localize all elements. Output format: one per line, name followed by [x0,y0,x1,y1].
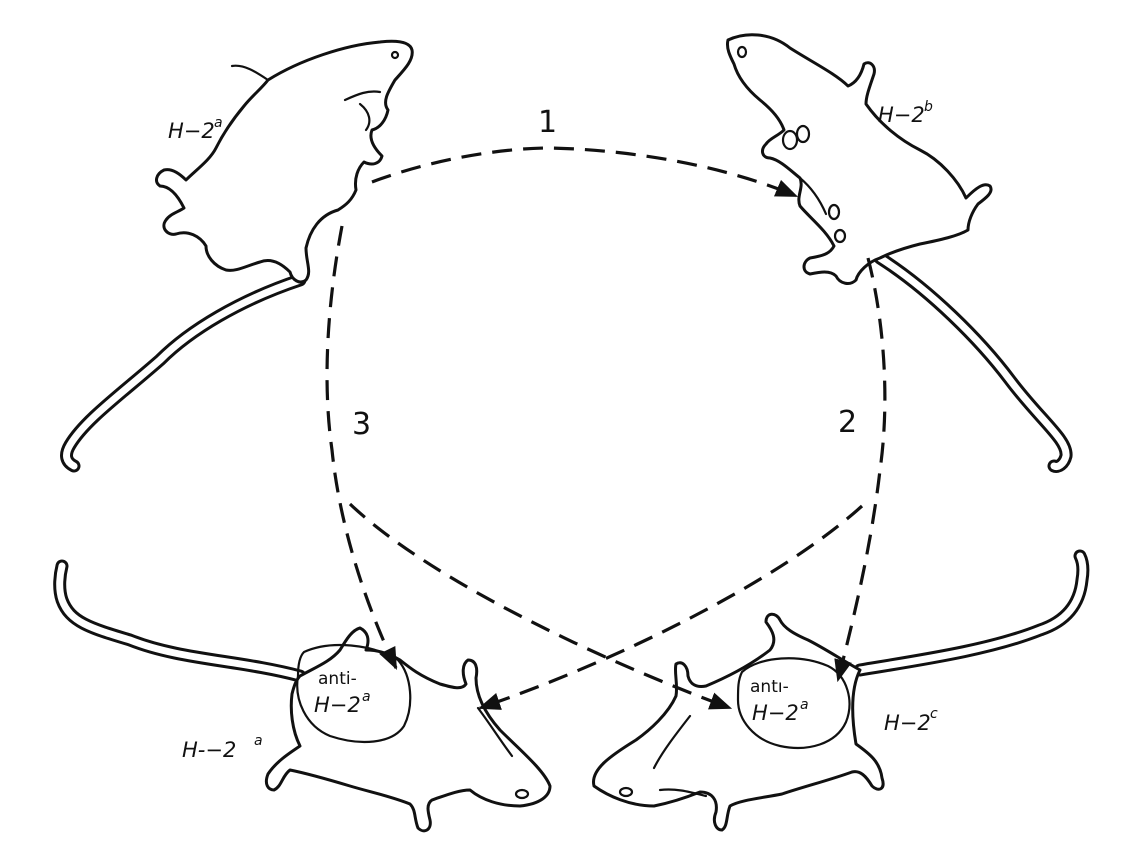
label-bottom-right-haplotype: c [930,706,938,722]
mouse-top-left-tail [60,273,307,473]
label-top-right-haplotype: b [924,99,933,115]
mouse-bottom-right-eye [618,786,634,798]
label-bottom-left-strain: H-−2 [182,738,236,762]
label-bottom-right-antiserum-haplotype: a [800,697,809,713]
arrow-step-1 [371,146,799,198]
mouse-bottom-left: anti- H−2 a H-−2 a [53,559,552,833]
label-top-left-haplotype: a [214,115,223,131]
mouse-bottom-right-body [592,612,885,832]
label-top-left-strain: H−2 [168,119,215,143]
label-bottom-right-strain: H−2 [884,711,931,735]
step-2-label: 2 [838,405,857,440]
label-bottom-right-antiserum-strain: H−2 [752,701,799,725]
label-bottom-left-antiserum-strain: H−2 [314,693,361,717]
arrow-step-2-left [834,257,887,683]
label-top-right-strain: H−2 [878,103,925,127]
mouse-top-left-body [155,39,414,284]
label-bottom-right-antiserum: antı- [750,677,789,697]
mouse-top-left-ear [230,64,270,82]
label-bottom-left-haplotype: a [254,733,263,749]
step-1-label: 1 [538,105,557,140]
mouse-top-right-eye [736,45,748,59]
arrow-step-3-down [325,225,398,671]
mouse-bottom-left-tail [53,559,307,683]
step-3-label: 3 [352,407,371,442]
mouse-top-right-leg-line [798,176,828,216]
label-bottom-left-antiserum: anti- [318,669,357,689]
mouse-bottom-right-antiserum-outline [736,657,851,750]
mouse-top-right-tail [873,251,1073,473]
mouse-top-left-eye [390,50,400,60]
mouse-bottom-left-ear-line [476,706,514,758]
mouse-top-right-body [726,33,993,285]
arrow-step-3-cross [348,502,733,710]
mouse-bottom-right: antı- H−2 a H−2 c [592,549,1090,832]
mouse-bottom-right-ear-line [652,714,692,770]
arrow-step-2-cross [477,504,864,710]
mouse-bottom-left-body [264,626,552,833]
mouse-bottom-left-antiserum-outline [296,643,412,744]
mouse-bottom-left-eye [514,788,530,800]
label-bottom-left-antiserum-haplotype: a [362,689,371,705]
mouse-top-right: H−2 b [726,33,1073,473]
transfer-arrows [325,146,887,710]
mouse-top-left: H−2 a [60,39,414,473]
